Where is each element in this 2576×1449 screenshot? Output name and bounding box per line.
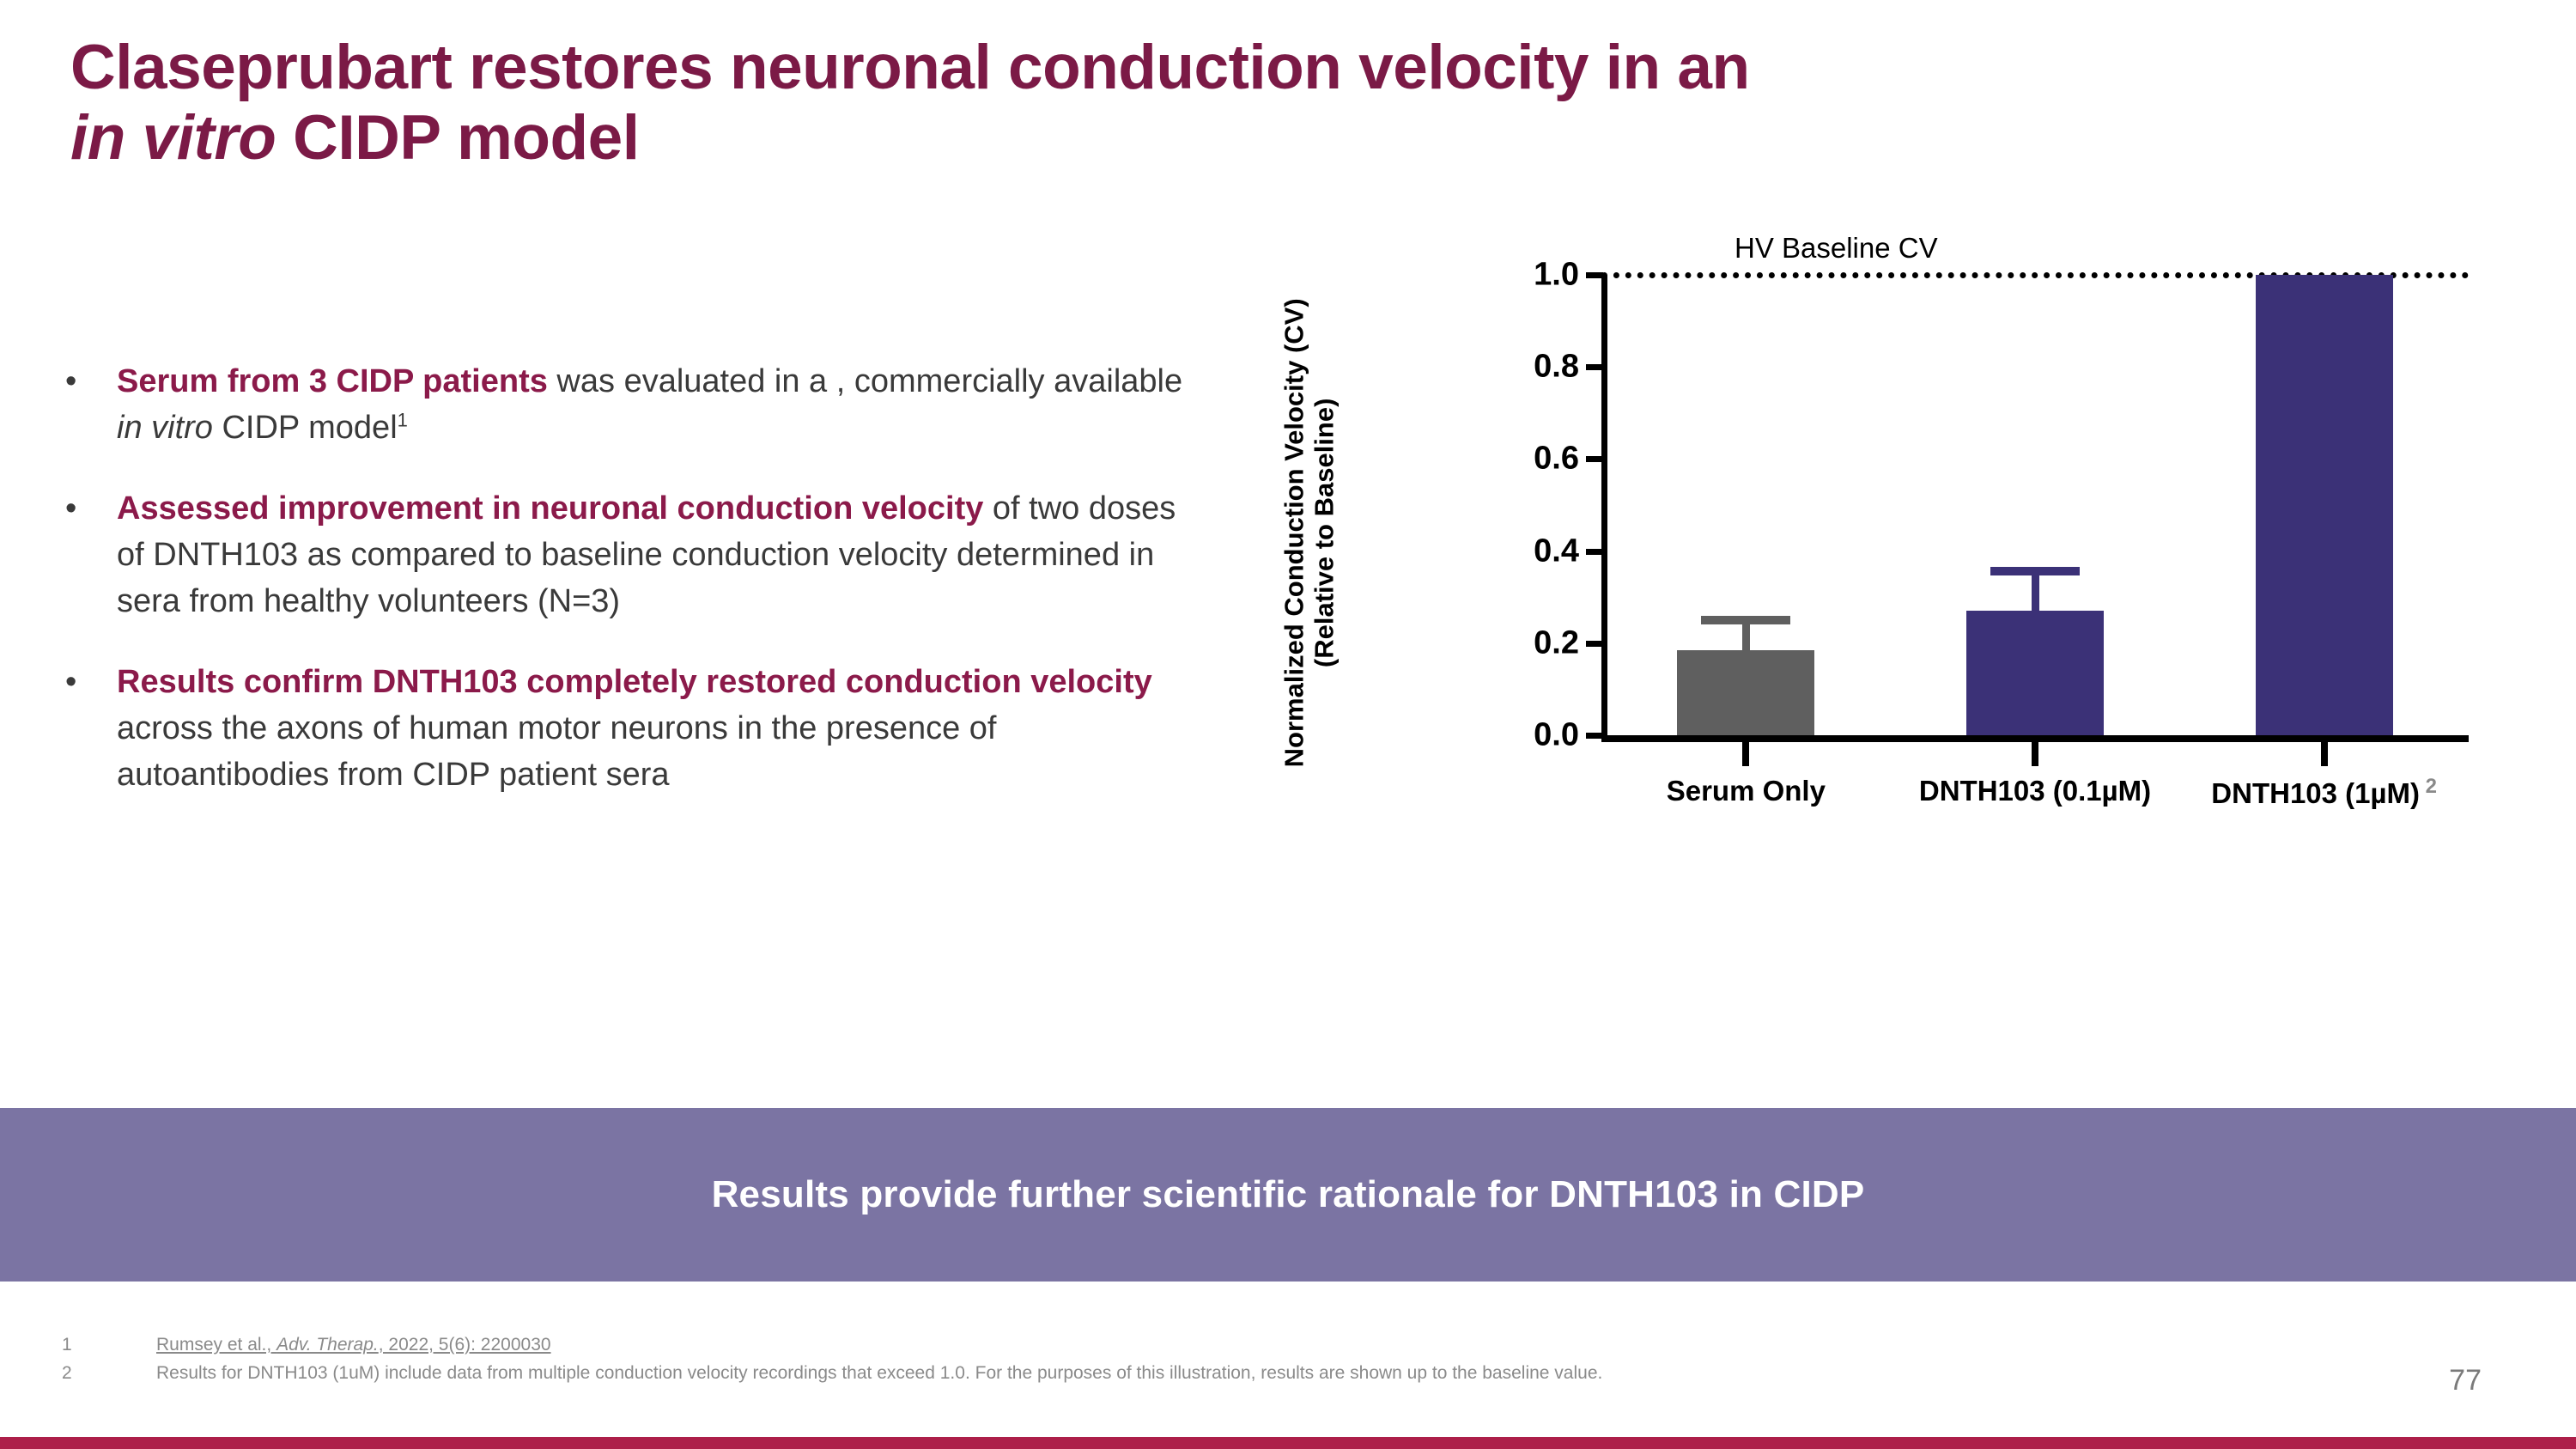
- bullet-highlight: Results confirm DNTH103 completely resto…: [117, 663, 1152, 700]
- error-bar-stem: [1742, 615, 1751, 650]
- bullet-marker: •: [65, 363, 77, 399]
- summary-banner: Results provide further scientific ratio…: [0, 1108, 2576, 1282]
- footnote-post: , 2022, 5(6): 2200030: [378, 1335, 551, 1355]
- bullet-text: of two doses of DNTH103 as compared to b…: [117, 490, 1176, 619]
- y-axis-title-line2: (Relative to Baseline): [1309, 398, 1340, 668]
- y-tick: [1586, 640, 1603, 647]
- y-tick-label: 0.8: [1534, 348, 1579, 385]
- y-axis-title-line1: Normalized Conduction Velocity (CV): [1279, 298, 1309, 768]
- footnotes: 1 Rumsey et al., Adv. Therap., 2022, 5(6…: [62, 1331, 1602, 1387]
- y-tick: [1586, 548, 1603, 555]
- x-axis-label: DNTH103 (1µM) 2: [2211, 775, 2438, 809]
- x-tick: [1742, 742, 1750, 766]
- bar: [2255, 275, 2393, 735]
- y-tick-label: 1.0: [1534, 256, 1579, 293]
- y-axis-title: Normalized Conduction Velocity (CV) (Rel…: [1279, 292, 1340, 773]
- page-title: Claseprubart restores neuronal conductio…: [70, 33, 2440, 174]
- footnote-pre: Rumsey et al.,: [156, 1335, 277, 1355]
- bar: [1966, 611, 2104, 735]
- bullet-marker: •: [65, 490, 77, 527]
- bullet-highlight: Serum from 3 CIDP patients: [117, 363, 548, 399]
- footnote-number: 1: [62, 1335, 72, 1355]
- x-axis-label: DNTH103 (0.1µM): [1918, 775, 2152, 807]
- error-bar-stem: [2032, 567, 2039, 612]
- page-title-line2: CIDP model: [276, 102, 640, 173]
- bullet-footnote-ref: 1: [397, 409, 408, 431]
- page-title-italic: in vitro: [70, 102, 276, 173]
- y-axis-line: [1601, 275, 1607, 741]
- y-tick-label: 0.2: [1534, 624, 1579, 661]
- footnote-number: 2: [62, 1362, 72, 1383]
- x-axis-line: [1601, 735, 2469, 742]
- footnote-row: 2 Results for DNTH103 (1uM) include data…: [62, 1360, 1602, 1388]
- list-item: • Assessed improvement in neuronal condu…: [50, 486, 1200, 625]
- bullet-text: across the axons of human motor neurons …: [117, 709, 997, 793]
- footnote-text: Rumsey et al., Adv. Therap., 2022, 5(6):…: [156, 1331, 551, 1360]
- hv-baseline-reference-line: [1601, 272, 2469, 278]
- x-axis-label: Serum Only: [1666, 775, 1826, 807]
- bullet-italic: in vitro: [117, 409, 213, 446]
- footnote-text: Results for DNTH103 (1uM) include data f…: [156, 1362, 1603, 1383]
- hv-baseline-label: HV Baseline CV: [1735, 232, 1938, 264]
- footnote-citation-link[interactable]: Rumsey et al., Adv. Therap., 2022, 5(6):…: [156, 1335, 551, 1355]
- page-title-line1: Claseprubart restores neuronal conductio…: [70, 33, 1750, 102]
- bullet-highlight: Assessed improvement in neuronal conduct…: [117, 490, 984, 527]
- list-item: • Serum from 3 CIDP patients was evaluat…: [50, 359, 1200, 452]
- plot-area: 0.0 0.2 0.4 0.6 0.8 1.0 HV Baseline CV Serum …: [1534, 232, 2469, 842]
- y-tick-label: 0.0: [1534, 716, 1579, 753]
- list-item: • Results confirm DNTH103 completely res…: [50, 660, 1200, 799]
- y-tick: [1586, 364, 1603, 371]
- bar-chart: Normalized Conduction Velocity (CV) (Rel…: [1245, 232, 2516, 910]
- summary-banner-text: Results provide further scientific ratio…: [711, 1173, 1865, 1215]
- error-bar-cap: [1701, 615, 1791, 624]
- error-bar-cap: [1990, 567, 2080, 576]
- bullet-text-tail: CIDP model: [212, 409, 398, 446]
- x-tick: [2032, 742, 2038, 766]
- y-tick: [1586, 733, 1603, 739]
- x-tick: [2320, 742, 2328, 766]
- page-number: 77: [2449, 1364, 2482, 1397]
- footnote-journal: Adv. Therap.: [276, 1335, 379, 1355]
- y-tick: [1586, 272, 1603, 278]
- bullet-list: • Serum from 3 CIDP patients was evaluat…: [50, 359, 1200, 833]
- y-tick-label: 0.4: [1534, 533, 1579, 569]
- bar: [1677, 649, 1815, 735]
- y-tick-label: 0.6: [1534, 440, 1579, 477]
- footnote-row: 1 Rumsey et al., Adv. Therap., 2022, 5(6…: [62, 1331, 1602, 1360]
- bottom-accent-bar: [0, 1437, 2576, 1449]
- y-tick: [1586, 456, 1603, 463]
- bullet-marker: •: [65, 663, 77, 700]
- x-label-footnote-ref: 2: [2420, 775, 2438, 798]
- bullet-text: was evaluated in a , commercially availa…: [547, 363, 1183, 399]
